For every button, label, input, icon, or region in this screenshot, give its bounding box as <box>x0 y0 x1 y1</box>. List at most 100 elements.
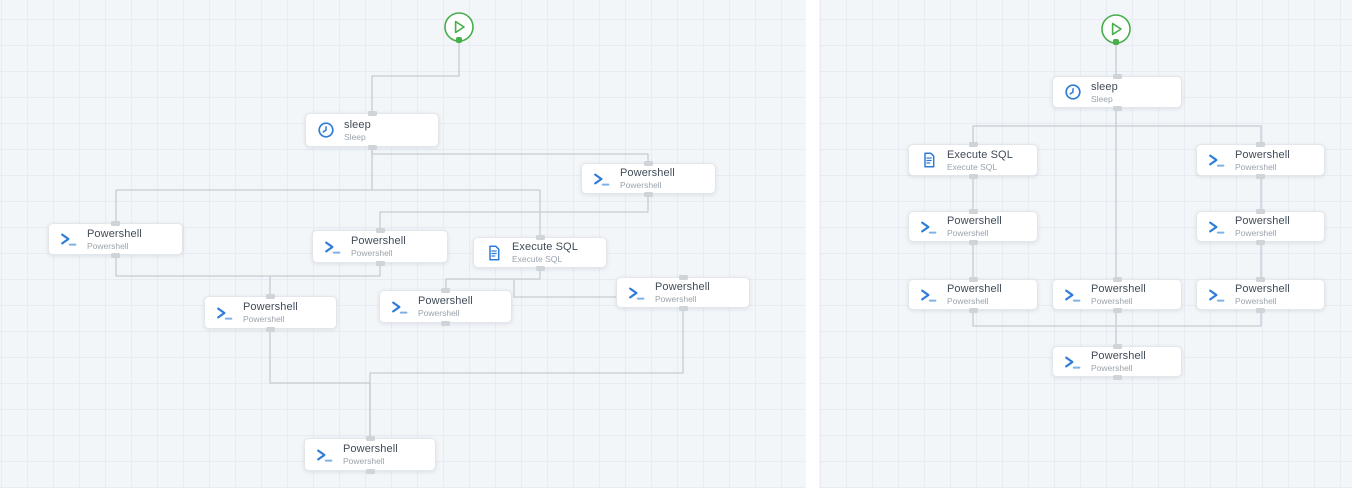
node-subtitle: Powershell <box>620 180 662 190</box>
node-output-port-bottom[interactable] <box>968 307 978 313</box>
node-title: Powershell <box>1235 283 1290 295</box>
node-output-port-bottom[interactable] <box>1112 105 1122 111</box>
node-subtitle: Execute SQL <box>947 161 998 172</box>
node-title: Powershell <box>947 283 1002 295</box>
node-subtitle: Powershell <box>243 314 285 324</box>
node-output-port-bottom[interactable] <box>644 191 653 197</box>
node-output-port-bottom[interactable] <box>1112 307 1122 313</box>
node-output-port-bottom[interactable] <box>1112 374 1122 380</box>
start-node-output-port[interactable] <box>456 37 462 43</box>
node-output-port-bottom[interactable] <box>1256 173 1265 179</box>
node-title: Execute SQL <box>947 148 1013 161</box>
node-input-port-top[interactable] <box>365 435 375 441</box>
node-subtitle: Powershell <box>1091 363 1133 373</box>
node-input-port-top[interactable] <box>678 274 688 280</box>
clock-icon <box>1064 84 1081 100</box>
node-output-port-bottom[interactable] <box>1256 239 1265 245</box>
node-input-port-top[interactable] <box>968 208 978 214</box>
connector-edge <box>972 310 1116 327</box>
terminal-icon <box>325 241 341 254</box>
node-output-port-bottom[interactable] <box>375 260 385 266</box>
node-title: Powershell <box>1235 148 1290 161</box>
node-output-port-bottom[interactable] <box>367 144 377 150</box>
node-input-port-top[interactable] <box>367 110 377 116</box>
terminal-icon <box>1209 289 1225 302</box>
node-input-port-top[interactable] <box>968 276 978 282</box>
connector-edge <box>1116 125 1262 144</box>
node-output-port-bottom[interactable] <box>266 326 275 332</box>
node-title: Powershell <box>87 227 142 240</box>
connector-edges-layer <box>972 42 1262 346</box>
node-subtitle: Sleep <box>344 131 366 142</box>
node-subtitle: Powershell <box>1091 296 1133 306</box>
node-input-port-top[interactable] <box>644 160 653 166</box>
node-subtitle: Sleep <box>1091 93 1113 104</box>
node-input-port-top[interactable] <box>1256 276 1265 282</box>
node-subtitle: Powershell <box>1235 161 1277 172</box>
terminal-icon <box>1209 221 1225 234</box>
node-input-port-top[interactable] <box>535 234 545 240</box>
node-title: Powershell <box>243 301 298 313</box>
connector-edge <box>1116 310 1262 327</box>
node-subtitle: Powershell <box>1235 228 1277 238</box>
connector-edge <box>369 308 684 438</box>
terminal-icon <box>217 307 233 320</box>
node-output-port-bottom[interactable] <box>365 468 375 474</box>
node-input-port-top[interactable] <box>1112 343 1122 349</box>
start-node-output-port[interactable] <box>1113 39 1119 45</box>
node-input-port-top[interactable] <box>375 227 385 233</box>
node-subtitle: Powershell <box>343 456 385 466</box>
node-input-port-top[interactable] <box>1112 73 1122 79</box>
node-output-port-bottom[interactable] <box>535 265 545 271</box>
node-input-port-top[interactable] <box>968 141 978 147</box>
node-title: sleep <box>1091 80 1118 93</box>
node-input-port-top[interactable] <box>1256 141 1265 147</box>
node-output-port-bottom[interactable] <box>968 173 978 179</box>
node-title: Powershell <box>620 167 675 179</box>
node-input-port-top[interactable] <box>111 220 120 226</box>
node-title: Powershell <box>1091 283 1146 295</box>
node-input-port-top[interactable] <box>266 293 275 299</box>
connector-edge <box>269 329 371 438</box>
node-output-port-bottom[interactable] <box>678 305 688 311</box>
node-output-port-bottom[interactable] <box>1256 307 1265 313</box>
file-text-icon <box>923 152 934 168</box>
node-output-port-bottom[interactable] <box>968 239 978 245</box>
node-input-port-top[interactable] <box>441 287 450 293</box>
node-output-port-bottom[interactable] <box>111 252 120 258</box>
terminal-icon <box>921 289 937 302</box>
node-input-port-top[interactable] <box>1256 208 1265 214</box>
node-title: Powershell <box>1235 215 1290 227</box>
connector-edge <box>513 279 616 298</box>
node-output-port-bottom[interactable] <box>441 320 450 326</box>
connector-edge <box>371 147 649 163</box>
terminal-icon <box>1209 154 1225 167</box>
node-input-port-top[interactable] <box>1112 276 1122 282</box>
